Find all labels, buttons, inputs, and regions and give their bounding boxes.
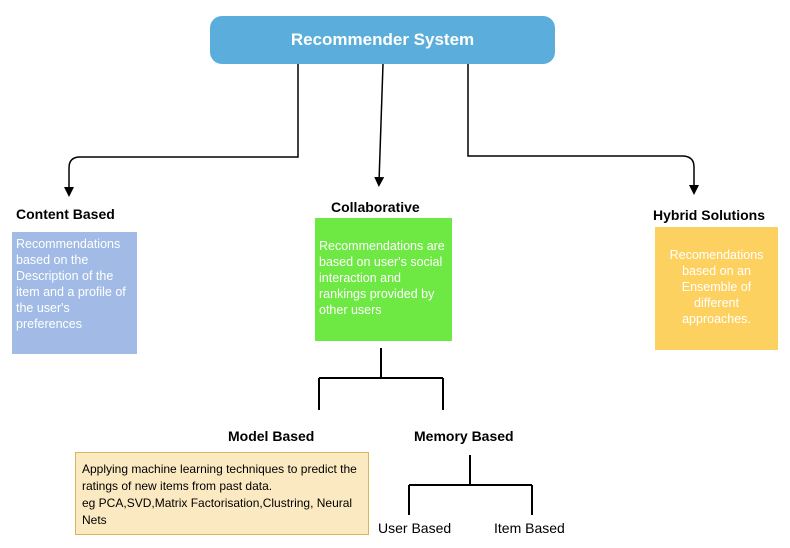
- tree-memory-split: [408, 455, 533, 515]
- heading-content-based: Content Based: [16, 206, 115, 222]
- heading-memory-based: Memory Based: [414, 428, 514, 444]
- heading-collaborative: Collaborative: [331, 199, 420, 215]
- arrow-to-collaborative: [374, 63, 385, 187]
- collaborative-description: Recommendations are based on user's soci…: [315, 218, 452, 341]
- model-based-description-line-1: Applying machine learning techniques to …: [82, 462, 357, 493]
- content-based-description: Recommendations based on the Description…: [12, 232, 137, 354]
- model-based-description: Applying machine learning techniques to …: [75, 452, 369, 535]
- arrow-to-content-based: [64, 64, 299, 197]
- root-label: Recommender System: [290, 30, 475, 49]
- root-node-recommender-system: Recommender System: [210, 16, 555, 64]
- leaf-item-based: Item Based: [494, 520, 565, 536]
- hybrid-description: Recomendations based on an Ensemble of d…: [655, 227, 778, 350]
- arrow-to-hybrid: [467, 64, 699, 195]
- heading-model-based: Model Based: [228, 428, 315, 444]
- model-based-description-line-2: eg PCA,SVD,Matrix Factorisation,Clustrin…: [82, 496, 353, 527]
- tree-collaborative-split: [318, 348, 444, 410]
- heading-hybrid-solutions: Hybrid Solutions: [653, 207, 765, 223]
- leaf-user-based: User Based: [378, 520, 452, 536]
